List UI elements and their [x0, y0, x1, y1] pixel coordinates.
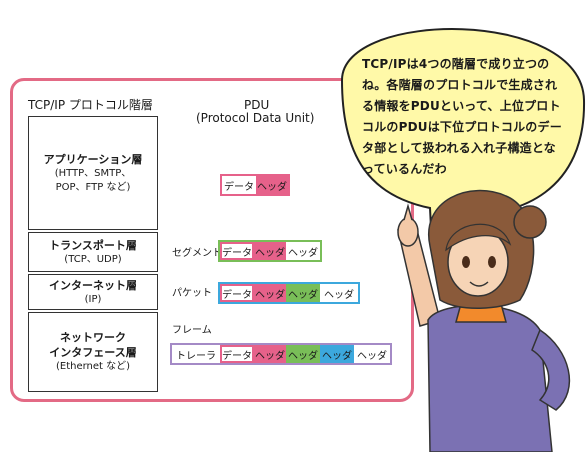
pdu-header-cell: ヘッダ: [286, 242, 320, 260]
pdu-header-cell: ヘッダ: [320, 284, 358, 302]
layer-network-interface: ネットワーク インタフェース層 (Ethernet など): [28, 312, 158, 392]
layer-application: アプリケーション層 (HTTP、SMTP、 POP、FTP など): [28, 116, 158, 230]
frame-label: フレーム: [172, 325, 212, 336]
pdu-trailer-cell: トレーラ: [172, 345, 220, 363]
pdu-header-cell: ヘッダ: [286, 284, 320, 302]
layer-internet-name: インターネット層: [49, 278, 137, 292]
layer-transport-protocols: (TCP、UDP): [64, 253, 122, 265]
pdu-header: PDU: [244, 98, 270, 112]
segment-label: セグメント: [172, 248, 222, 259]
pdu-segment: データ ヘッダ ヘッダ: [218, 240, 322, 262]
pdu-data-cell: データ: [220, 284, 254, 302]
pdu-frame: トレーラ データ ヘッダ ヘッダ ヘッダ ヘッダ: [170, 343, 392, 365]
layer-application-protocols: (HTTP、SMTP、 POP、FTP など): [54, 167, 132, 193]
pdu-header-cell: ヘッダ: [286, 345, 320, 363]
pdu-data-cell: データ: [220, 345, 254, 363]
packet-label: パケット: [172, 288, 212, 299]
layer-transport: トランスポート層 (TCP、UDP): [28, 232, 158, 272]
pdu-data-cell: データ: [220, 242, 254, 260]
layer-network-interface-protocols: (Ethernet など): [55, 361, 131, 372]
layer-internet: インターネット層 (IP): [28, 274, 158, 310]
pdu-header-full: (Protocol Data Unit): [196, 111, 315, 125]
pdu-header-cell: ヘッダ: [254, 284, 286, 302]
pdu-header-cell: ヘッダ: [354, 345, 390, 363]
pdu-header-cell: ヘッダ: [320, 345, 354, 363]
pdu-data-cell: データ: [222, 176, 256, 194]
layers-header: TCP/IP プロトコル階層: [28, 98, 153, 112]
layer-internet-protocols: (IP): [84, 293, 102, 305]
speech-text: TCP/IPは4つの階層で成り立つのね。各階層のプロトコルで生成される情報をPD…: [362, 57, 562, 176]
pdu-packet: データ ヘッダ ヘッダ ヘッダ: [218, 282, 360, 304]
pdu-header-cell: ヘッダ: [254, 345, 286, 363]
layer-application-name: アプリケーション層: [43, 152, 143, 166]
pdu-header-cell: ヘッダ: [256, 176, 288, 194]
layer-network-interface-name: ネットワーク インタフェース層: [49, 331, 137, 359]
pdu-header-cell: ヘッダ: [254, 242, 286, 260]
pdu-application: データ ヘッダ: [220, 174, 290, 196]
layer-transport-name: トランスポート層: [49, 238, 137, 252]
